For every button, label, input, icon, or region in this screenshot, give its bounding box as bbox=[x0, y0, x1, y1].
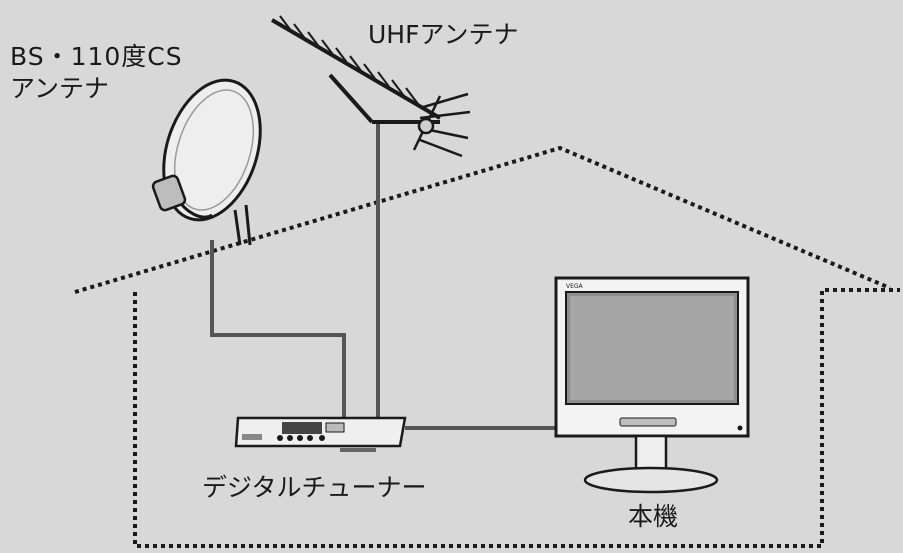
dish-mount bbox=[233, 204, 252, 246]
bs-antenna-label-line1: BS・110度CS bbox=[10, 42, 183, 71]
lnb bbox=[151, 174, 187, 212]
tv-screen-inner bbox=[570, 296, 734, 400]
house-walls bbox=[133, 288, 900, 548]
antenna-boom bbox=[270, 18, 442, 120]
bs-cable bbox=[210, 240, 346, 418]
tuner-button bbox=[319, 435, 325, 441]
tuner-display bbox=[282, 422, 322, 434]
tv-unit: VEGA bbox=[554, 276, 750, 494]
antenna-mast-arm bbox=[328, 73, 374, 124]
tv-unit-label: 本機 bbox=[628, 502, 679, 531]
antenna-hub bbox=[417, 117, 435, 135]
bs-antenna-label-line2: アンテナ bbox=[10, 74, 110, 103]
antenna-elements bbox=[279, 15, 419, 105]
dish-inner-rim bbox=[174, 89, 254, 211]
tuner-panel bbox=[325, 422, 345, 433]
digital-tuner-label: デジタルチューナー bbox=[202, 473, 427, 502]
tuner-foot bbox=[340, 448, 376, 452]
digital-tuner bbox=[234, 416, 407, 452]
tuner-button bbox=[297, 435, 303, 441]
uhf-antenna bbox=[270, 15, 471, 158]
tv-badge bbox=[619, 417, 677, 427]
tv-logo: VEGA bbox=[566, 283, 584, 290]
house-outline bbox=[74, 145, 900, 548]
tuner-button bbox=[307, 435, 313, 441]
cables bbox=[210, 120, 560, 430]
bs-antenna bbox=[151, 78, 262, 246]
tv-stand-base bbox=[583, 466, 719, 494]
tuner-button bbox=[287, 435, 293, 441]
house-roof bbox=[74, 145, 891, 294]
uhf-antenna-label: UHFアンテナ bbox=[368, 20, 519, 49]
tv-power-led bbox=[737, 425, 743, 431]
tuner-slot bbox=[242, 434, 262, 440]
dish bbox=[162, 78, 262, 222]
tuner-button bbox=[277, 435, 283, 441]
